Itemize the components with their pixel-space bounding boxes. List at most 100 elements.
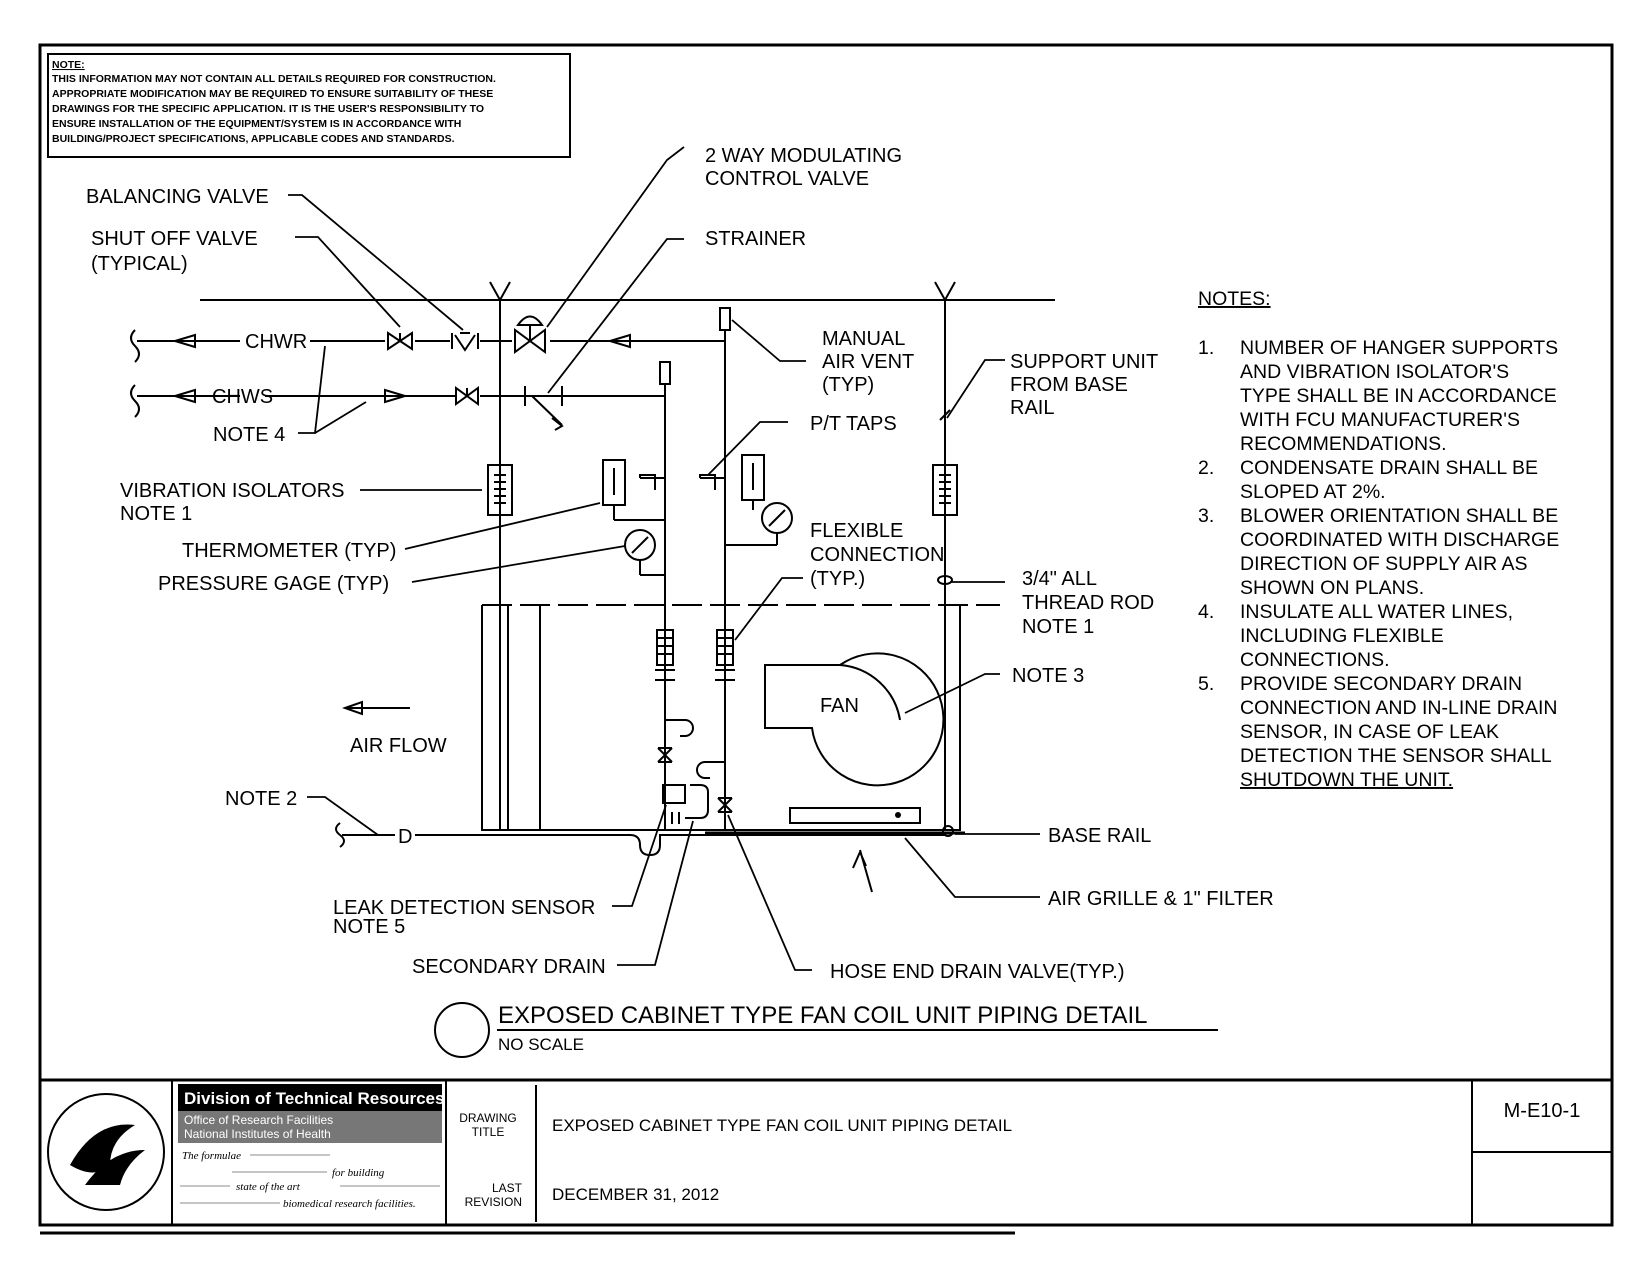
flow-arrow (171, 388, 196, 404)
callout-air-vent: (TYP) (822, 374, 874, 396)
pt-hook-icon (696, 761, 725, 779)
note-line: SENSOR, IN CASE OF LEAK (1240, 721, 1499, 743)
drawing-number: M-E10-1 (1504, 1100, 1581, 1122)
leader (734, 577, 803, 641)
note-number: 4. (1198, 601, 1214, 623)
callout-pressure-gage: PRESSURE GAGE (TYP) (158, 573, 389, 595)
note-line: PROVIDE SECONDARY DRAIN (1240, 673, 1522, 695)
formula-text: state of the art (236, 1181, 301, 1193)
strainer-icon (524, 386, 564, 431)
vibration-isolator (487, 464, 513, 516)
shutoff-valve-icon (387, 331, 413, 351)
pt-hook-icon (665, 719, 694, 737)
drain-line (415, 834, 945, 857)
detail-bubble (434, 1002, 490, 1058)
rod-tick (939, 409, 951, 421)
disclaimer-heading: NOTE: (52, 59, 85, 71)
thermometer-icon (602, 459, 665, 521)
disclaimer-line: THIS INFORMATION MAY NOT CONTAIN ALL DET… (52, 73, 496, 85)
coil-section (507, 605, 541, 830)
grille-dot (895, 812, 901, 818)
note-line: RECOMMENDATIONS. (1240, 433, 1447, 455)
note-line: AND VIBRATION ISOLATOR'S (1240, 361, 1509, 383)
drain-break (335, 822, 345, 848)
note-line: INSULATE ALL WATER LINES, (1240, 601, 1513, 623)
callout-note2: NOTE 2 (225, 788, 297, 810)
formula-text: for building (332, 1167, 385, 1179)
rod-nut (937, 575, 953, 585)
callout-thread-rod: NOTE 1 (1022, 616, 1094, 638)
formula-text: biomedical research facilities. (283, 1198, 416, 1210)
callout-support: RAIL (1010, 397, 1054, 419)
note-line: SHUTDOWN THE UNIT. (1240, 769, 1453, 791)
control-valve-icon (514, 315, 546, 354)
balancing-valve-icon (451, 332, 479, 352)
flexible-connection-icon (715, 629, 735, 681)
last-revision-value: DECEMBER 31, 2012 (552, 1185, 719, 1204)
callout-air-vent: AIR VENT (822, 351, 914, 373)
callout-thread-rod: THREAD ROD (1022, 592, 1154, 614)
callout-vibration-isolators: NOTE 1 (120, 503, 192, 525)
disclaimer-box: NOTE: THIS INFORMATION MAY NOT CONTAIN A… (47, 53, 571, 158)
pipe-break-chws (130, 384, 140, 418)
leader (707, 421, 788, 476)
vibration-isolator (932, 464, 958, 516)
detail-title: EXPOSED CABINET TYPE FAN COIL UNIT PIPIN… (434, 1002, 1218, 1058)
notes-block: NOTES: 1. NUMBER OF HANGER SUPPORTS AND … (1198, 288, 1559, 791)
drawing-title-label: TITLE (472, 1125, 505, 1139)
note-line: CONNECTION AND IN-LINE DRAIN (1240, 697, 1557, 719)
division-banner (178, 1084, 442, 1111)
institute-name: National Institutes of Health (184, 1127, 331, 1141)
disclaimer-line: BUILDING/PROJECT SPECIFICATIONS, APPLICA… (52, 133, 455, 145)
callout-support: FROM BASE (1010, 374, 1128, 396)
callout-air-vent: MANUAL (822, 328, 905, 350)
formula-text: The formulae (182, 1150, 241, 1162)
drain-valve-icon (717, 797, 733, 813)
callout-base-rail: BASE RAIL (1048, 825, 1151, 847)
callout-strainer: STRAINER (705, 228, 806, 250)
flow-arrow (606, 333, 631, 349)
callout-note4: NOTE 4 (213, 424, 285, 446)
note-number: 1. (1198, 337, 1214, 359)
fan-icon (764, 652, 945, 787)
callout-hose-drain: HOSE END DRAIN VALVE(TYP.) (830, 961, 1125, 983)
note-line: SLOPED AT 2%. (1240, 481, 1386, 503)
leader (295, 236, 401, 328)
title-block: Division of Technical Resources Office o… (40, 1078, 1612, 1225)
callout-leak-sensor: LEAK DETECTION SENSOR (333, 897, 595, 919)
callout-thermometer: THERMOMETER (TYP) (182, 540, 396, 562)
callout-flexible-connection: (TYP.) (810, 568, 865, 590)
air-vent-icon (659, 361, 671, 385)
disclaimer-line: APPROPRIATE MODIFICATION MAY BE REQUIRED… (52, 88, 493, 100)
note-line: DETECTION THE SENSOR SHALL (1240, 745, 1552, 767)
office-name: Office of Research Facilities (184, 1113, 333, 1127)
label-chws: CHWS (212, 386, 273, 408)
air-vent-icon (719, 307, 731, 331)
note-line: NUMBER OF HANGER SUPPORTS (1240, 337, 1558, 359)
callout-flexible-connection: FLEXIBLE (810, 520, 903, 542)
callout-control-valve: CONTROL VALVE (705, 168, 869, 190)
pipe-break-chwr (130, 329, 140, 363)
leader (731, 319, 806, 362)
leader (904, 673, 1000, 714)
notes-heading: NOTES: (1198, 288, 1271, 310)
label-drain: D (398, 826, 412, 848)
callout-secondary-drain: SECONDARY DRAIN (412, 956, 606, 978)
office-banner (178, 1111, 442, 1143)
leader (404, 502, 601, 550)
leader (298, 345, 326, 434)
note-line: COORDINATED WITH DISCHARGE (1240, 529, 1559, 551)
leader (727, 814, 812, 971)
disclaimer-line: ENSURE INSTALLATION OF THE EQUIPMENT/SYS… (52, 118, 461, 130)
drain-valve-icon (657, 747, 673, 763)
leader (612, 804, 667, 907)
last-revision-label: REVISION (465, 1195, 522, 1209)
note-line: DIRECTION OF SUPPLY AIR AS (1240, 553, 1528, 575)
callout-leak-sensor: NOTE 5 (333, 916, 405, 938)
callout-shutoff-valve: (TYPICAL) (91, 253, 188, 275)
callout-air-grille: AIR GRILLE & 1" FILTER (1048, 888, 1274, 910)
callout-vibration-isolators: VIBRATION ISOLATORS (120, 480, 345, 502)
disclaimer-line: DRAWINGS FOR THE SPECIFIC APPLICATION. I… (52, 103, 484, 115)
label-chwr: CHWR (245, 331, 307, 353)
